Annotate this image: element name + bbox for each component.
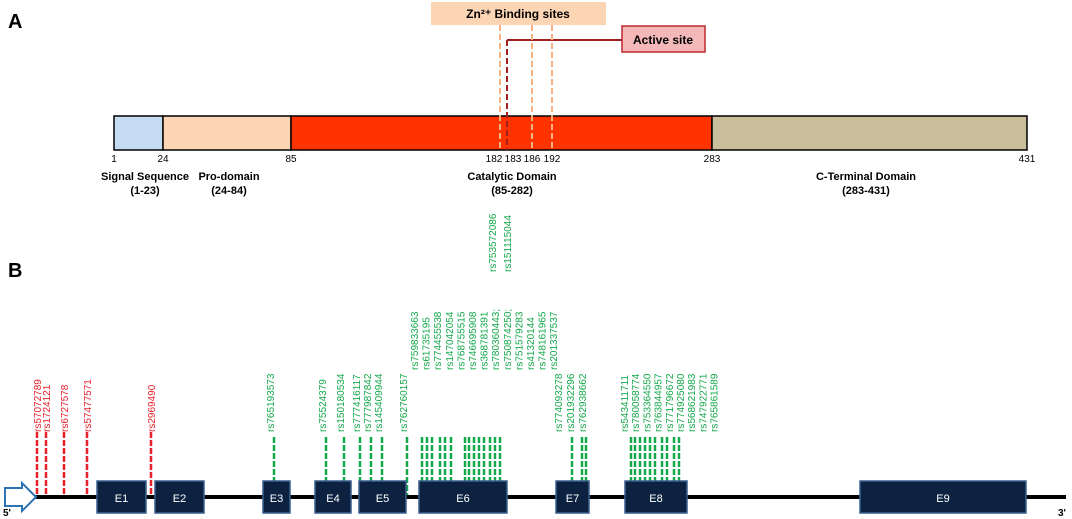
snp-label: rs777416117 <box>352 374 363 432</box>
tick-label-186: 186 <box>524 154 541 165</box>
promoter-arrow-icon <box>4 480 38 514</box>
tick-label-183: 183 <box>505 154 522 165</box>
exon-e4 <box>314 480 352 514</box>
snp-label: rs75524379 <box>318 379 329 432</box>
domain-range-pro: (24-84) <box>211 185 247 197</box>
domain-label-pro: Pro-domain <box>198 171 259 183</box>
exon-e8 <box>624 480 688 514</box>
exon-e2 <box>154 480 205 514</box>
snp-label: rs765193573 <box>266 373 277 432</box>
exon-label-e9: E9 <box>936 493 949 505</box>
snp-label: rs57072789 <box>33 379 44 432</box>
snp-label: rs771796672 <box>665 373 676 432</box>
tick-label-182: 182 <box>486 154 503 165</box>
snp-label: rs746695908 <box>468 311 479 370</box>
tick-label-1: 1 <box>111 154 117 165</box>
domain-label-catalytic: Catalytic Domain <box>467 171 557 183</box>
snp-label: rs753572086 <box>488 213 499 272</box>
snp-label: rs748161965 <box>538 311 549 370</box>
snp-label: rs147042054 <box>445 311 456 370</box>
three-prime-label: 3' <box>1058 508 1066 519</box>
exon-e9 <box>859 480 1027 514</box>
snp-label: rs150180534 <box>336 373 347 432</box>
snp-label: rs768755515 <box>456 311 467 370</box>
snp-label: rs1724121 <box>42 384 53 432</box>
zn-binding-label: Zn²⁺ Binding sites <box>466 7 570 21</box>
snp-label: rs753364550 <box>642 373 653 432</box>
domain-signal <box>113 115 164 151</box>
active-site-label: Active site <box>633 33 693 47</box>
domain-cterm <box>711 115 1028 151</box>
snp-label: rs780058774 <box>631 373 642 432</box>
snp-label: rs762760157 <box>399 373 410 432</box>
exon-e3 <box>262 480 291 514</box>
exon-label-e8: E8 <box>649 493 662 505</box>
domain-label-cterm: C-Terminal Domain <box>816 171 916 183</box>
exon-label-e6: E6 <box>456 493 469 505</box>
snp-label: rs368781391 <box>480 311 491 370</box>
snp-label: rs774455538 <box>433 311 444 370</box>
domain-range-cterm: (283-431) <box>842 185 890 197</box>
panel-a-letter: A <box>8 11 22 33</box>
snp-label: rs57477571 <box>83 379 94 432</box>
exon-e7 <box>555 480 590 514</box>
snp-label: rs41320144 <box>526 317 537 370</box>
snp-label: rs2969490 <box>147 384 158 432</box>
snp-label: rs151115044 <box>503 215 514 272</box>
zn-label-box <box>431 2 606 25</box>
domain-range-signal: (1-23) <box>130 185 160 197</box>
snp-label: rs6727578 <box>60 384 71 432</box>
snp-label: rs765861589 <box>710 373 721 432</box>
exon-e1 <box>96 480 147 514</box>
tick-label-192: 192 <box>544 154 561 165</box>
exon-label-e7: E7 <box>566 493 579 505</box>
snp-label: rs543411711 <box>620 375 631 432</box>
snp-label: rs762938662 <box>578 373 589 432</box>
tick-label-431: 431 <box>1019 154 1036 165</box>
exon-e5 <box>358 480 407 514</box>
protein-domain-bar <box>113 115 1028 151</box>
snp-label: rs759833663 <box>410 311 421 370</box>
domain-labels: Signal Sequence (1-23) Pro-domain (24-84… <box>101 171 916 197</box>
tick-label-85: 85 <box>285 154 297 165</box>
snp-label: rs774925080 <box>676 373 687 432</box>
snp-label: rs61735195 <box>422 317 433 370</box>
snp-label: rs777987842 <box>363 373 374 432</box>
snp-label: rs201932296 <box>566 373 577 432</box>
snp-label: rs763844957 <box>654 373 665 432</box>
exon-label-e2: E2 <box>173 493 186 505</box>
snp-label: rs750874250; <box>503 309 514 370</box>
snp-label: rs780360443; <box>491 309 502 370</box>
exon-label-e3: E3 <box>270 493 283 505</box>
snp-label: rs774093278 <box>554 373 565 432</box>
snp-label: rs568621983 <box>687 373 698 432</box>
exon-label-e4: E4 <box>326 493 339 505</box>
snp-label: rs747922771 <box>698 373 709 432</box>
domain-range-catalytic: (85-282) <box>491 185 533 197</box>
tick-label-283: 283 <box>704 154 721 165</box>
snp-label: rs751579283 <box>514 311 525 370</box>
five-prime-label: 5' <box>3 508 11 519</box>
exon-label-e1: E1 <box>115 493 128 505</box>
domain-label-signal: Signal Sequence <box>101 171 189 183</box>
snp-label: rs201337537 <box>549 311 560 370</box>
exon-label-e5: E5 <box>376 493 389 505</box>
domain-catalytic <box>290 115 713 151</box>
active-site-box <box>621 25 706 53</box>
domain-pro <box>162 115 292 151</box>
panel-b-letter: B <box>8 260 22 282</box>
tick-label-24: 24 <box>157 154 169 165</box>
site-marker-lines <box>499 25 553 150</box>
exon-e6 <box>418 480 508 514</box>
exon-blocks: E1 E2 E3 E4 E5 E6 E7 E8 E9 <box>96 480 1027 514</box>
snp-label: rs145409944 <box>374 373 385 432</box>
